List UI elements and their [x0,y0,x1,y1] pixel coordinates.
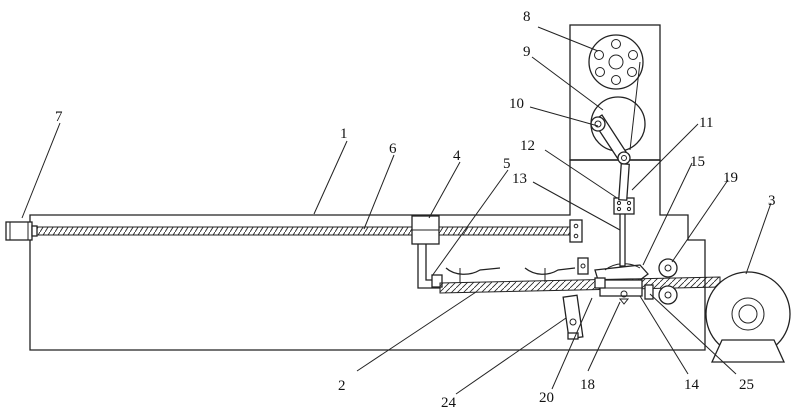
label-1: 1 [340,126,348,142]
upper-wheel [589,35,643,89]
cutter-rod [620,210,625,266]
label-3: 3 [768,193,776,209]
label-24: 24 [441,395,457,411]
label-8: 8 [523,9,531,25]
label-19: 19 [723,170,738,186]
label-4: 4 [453,148,461,164]
guide-roller-upper [659,259,677,277]
label-14: 14 [684,377,700,393]
clamp-block-upper [578,258,588,274]
blade-left [446,268,500,274]
lower-cylinder [563,295,583,339]
connecting-link [619,164,629,200]
label-5: 5 [503,156,511,172]
main-frame [30,160,705,350]
label-20: 20 [539,390,554,406]
drum-stand [712,340,784,362]
screw-end-bearing [570,220,582,242]
blade-right [525,268,575,274]
label-15: 15 [690,154,705,170]
label-25: 25 [739,377,754,393]
label-18: 18 [580,377,595,393]
label-7: 7 [55,109,63,125]
rope-strand [440,277,720,293]
label-13: 13 [512,171,527,187]
label-10: 10 [509,96,524,112]
label-12: 12 [520,138,535,154]
label-2: 2 [338,378,346,394]
label-6: 6 [389,141,397,157]
label-11: 11 [699,115,713,131]
label-9: 9 [523,44,531,60]
lead-screw [37,227,570,235]
guide-roller-lower [659,286,677,304]
